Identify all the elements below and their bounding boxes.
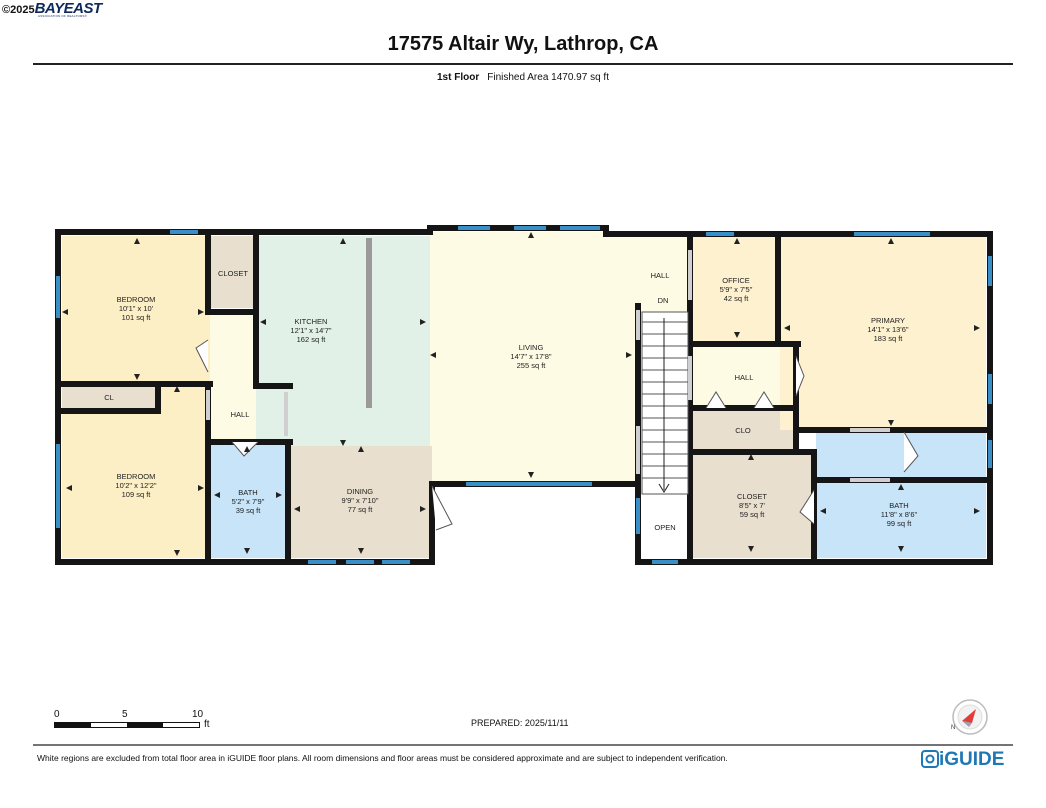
door-swing <box>195 339 209 373</box>
scale-tick-0: 0 <box>54 709 60 720</box>
bedroom2-area: 109 sq ft <box>122 490 152 499</box>
dining-name: DINING <box>347 487 373 496</box>
primary-name: PRIMARY <box>871 316 905 325</box>
door-swing <box>903 431 919 473</box>
door-swing <box>705 391 727 409</box>
iguide-logo: iGUIDE <box>921 749 1004 771</box>
door-swing <box>231 441 259 457</box>
logo-subtext: ASSOCIATION OF REALTORS® <box>38 14 88 18</box>
scale-bar: 0 5 10 ft <box>54 709 224 733</box>
bedroom1-dims: 10'1" x 10' <box>119 304 154 313</box>
compass-icon: N <box>951 699 988 735</box>
bath-left-dims: 5'2" x 7'9" <box>232 497 265 506</box>
door-swing <box>753 391 775 409</box>
bath-right-upper-fill <box>816 432 986 480</box>
bath-left-fill <box>210 444 288 558</box>
closet-right-name: CLOSET <box>737 492 767 501</box>
bath-left-area: 39 sq ft <box>236 506 262 515</box>
living-dims: 14'7" x 17'8" <box>510 352 551 361</box>
door-swing <box>431 485 453 531</box>
kitchen-area: 162 sq ft <box>297 335 327 344</box>
hall-top-name: HALL <box>651 271 670 280</box>
hall-right-fill <box>692 346 796 408</box>
bedroom1-name: BEDROOM <box>117 295 156 304</box>
living-area: 255 sq ft <box>517 361 547 370</box>
copyright-text: ©2025 <box>2 4 35 16</box>
dimension-arrows <box>62 232 980 556</box>
bedroom1-area: 101 sq ft <box>122 313 152 322</box>
kitchen-dims: 12'1" x 14'7" <box>290 326 331 335</box>
primary-dims: 14'1" x 13'6" <box>867 325 908 334</box>
door-swing <box>799 489 815 525</box>
scale-bar-segment <box>127 723 163 727</box>
closet-right-area: 59 sq ft <box>740 510 766 519</box>
prepared-date: PREPARED: 2025/11/11 <box>471 718 569 728</box>
floor-subtitle: 1st Floor Finished Area 1470.97 sq ft <box>0 72 1046 83</box>
page-title: 17575 Altair Wy, Lathrop, CA <box>387 33 659 55</box>
scale-tick-10: 10 <box>192 709 204 720</box>
hall-top-fill <box>606 236 692 312</box>
office-area: 42 sq ft <box>724 294 750 303</box>
header-divider <box>33 63 1013 65</box>
closet-top-name: CLOSET <box>218 269 248 278</box>
office-name: OFFICE <box>722 276 750 285</box>
scale-tick-5: 5 <box>122 709 128 720</box>
closet-right-fill <box>692 454 812 558</box>
hall-left-name: HALL <box>231 410 250 419</box>
bath-left-name: BATH <box>238 488 257 497</box>
staircase <box>641 311 689 495</box>
primary-fill <box>780 234 986 430</box>
disclaimer-text: White regions are excluded from total fl… <box>37 753 728 763</box>
open-label: OPEN <box>654 523 675 532</box>
bath-right-fill <box>816 482 986 558</box>
bedroom2-dims: 10'2" x 12'2" <box>115 481 156 490</box>
scale-bar-track <box>54 722 200 728</box>
dining-fill <box>290 446 432 558</box>
clo-fill <box>692 408 794 452</box>
kitchen-fill <box>256 236 430 446</box>
bedroom2-name: BEDROOM <box>117 472 156 481</box>
iguide-icon <box>921 750 939 768</box>
kitchen-island <box>366 238 372 408</box>
living-fill <box>430 232 636 482</box>
logo-text: BAYEAST <box>34 0 103 17</box>
room-fills <box>62 232 986 558</box>
finished-area: Finished Area 1470.97 sq ft <box>487 72 609 83</box>
hall-right-name: HALL <box>735 373 754 382</box>
floor-label: 1st Floor <box>437 72 480 83</box>
scale-bar-segment <box>55 723 91 727</box>
living-name: LIVING <box>519 343 544 352</box>
svg-text:N: N <box>951 725 955 731</box>
cl-name: CL <box>104 393 114 402</box>
openings <box>206 250 890 482</box>
primary-area: 183 sq ft <box>874 334 904 343</box>
door-swing <box>795 355 805 397</box>
closet-top-fill <box>210 236 254 308</box>
bath-right-name: BATH <box>889 501 908 510</box>
office-dims: 5'9" x 7'5" <box>720 285 753 294</box>
clo-name: CLO <box>735 426 751 435</box>
door-swings <box>195 339 919 531</box>
scale-unit: ft <box>204 719 210 730</box>
dining-area: 77 sq ft <box>348 505 374 514</box>
kitchen-name: KITCHEN <box>295 317 328 326</box>
brand-name: iGUIDE <box>939 749 1005 770</box>
office-fill <box>692 236 778 342</box>
room-labels: BEDROOM 10'1" x 10' 101 sq ft CLOSET KIT… <box>104 269 917 532</box>
dn-label: DN <box>658 296 669 305</box>
dining-dims: 9'9" x 7'10" <box>342 496 379 505</box>
bath-right-dims: 11'8" x 8'6" <box>881 510 918 519</box>
closet-right-dims: 8'5" x 7' <box>739 501 766 510</box>
bayeast-logo: ©2025BAYEAST ASSOCIATION OF REALTORS® <box>2 0 103 18</box>
bedroom1-fill <box>62 236 210 382</box>
windows <box>56 226 992 564</box>
bath-right-area: 99 sq ft <box>887 519 913 528</box>
